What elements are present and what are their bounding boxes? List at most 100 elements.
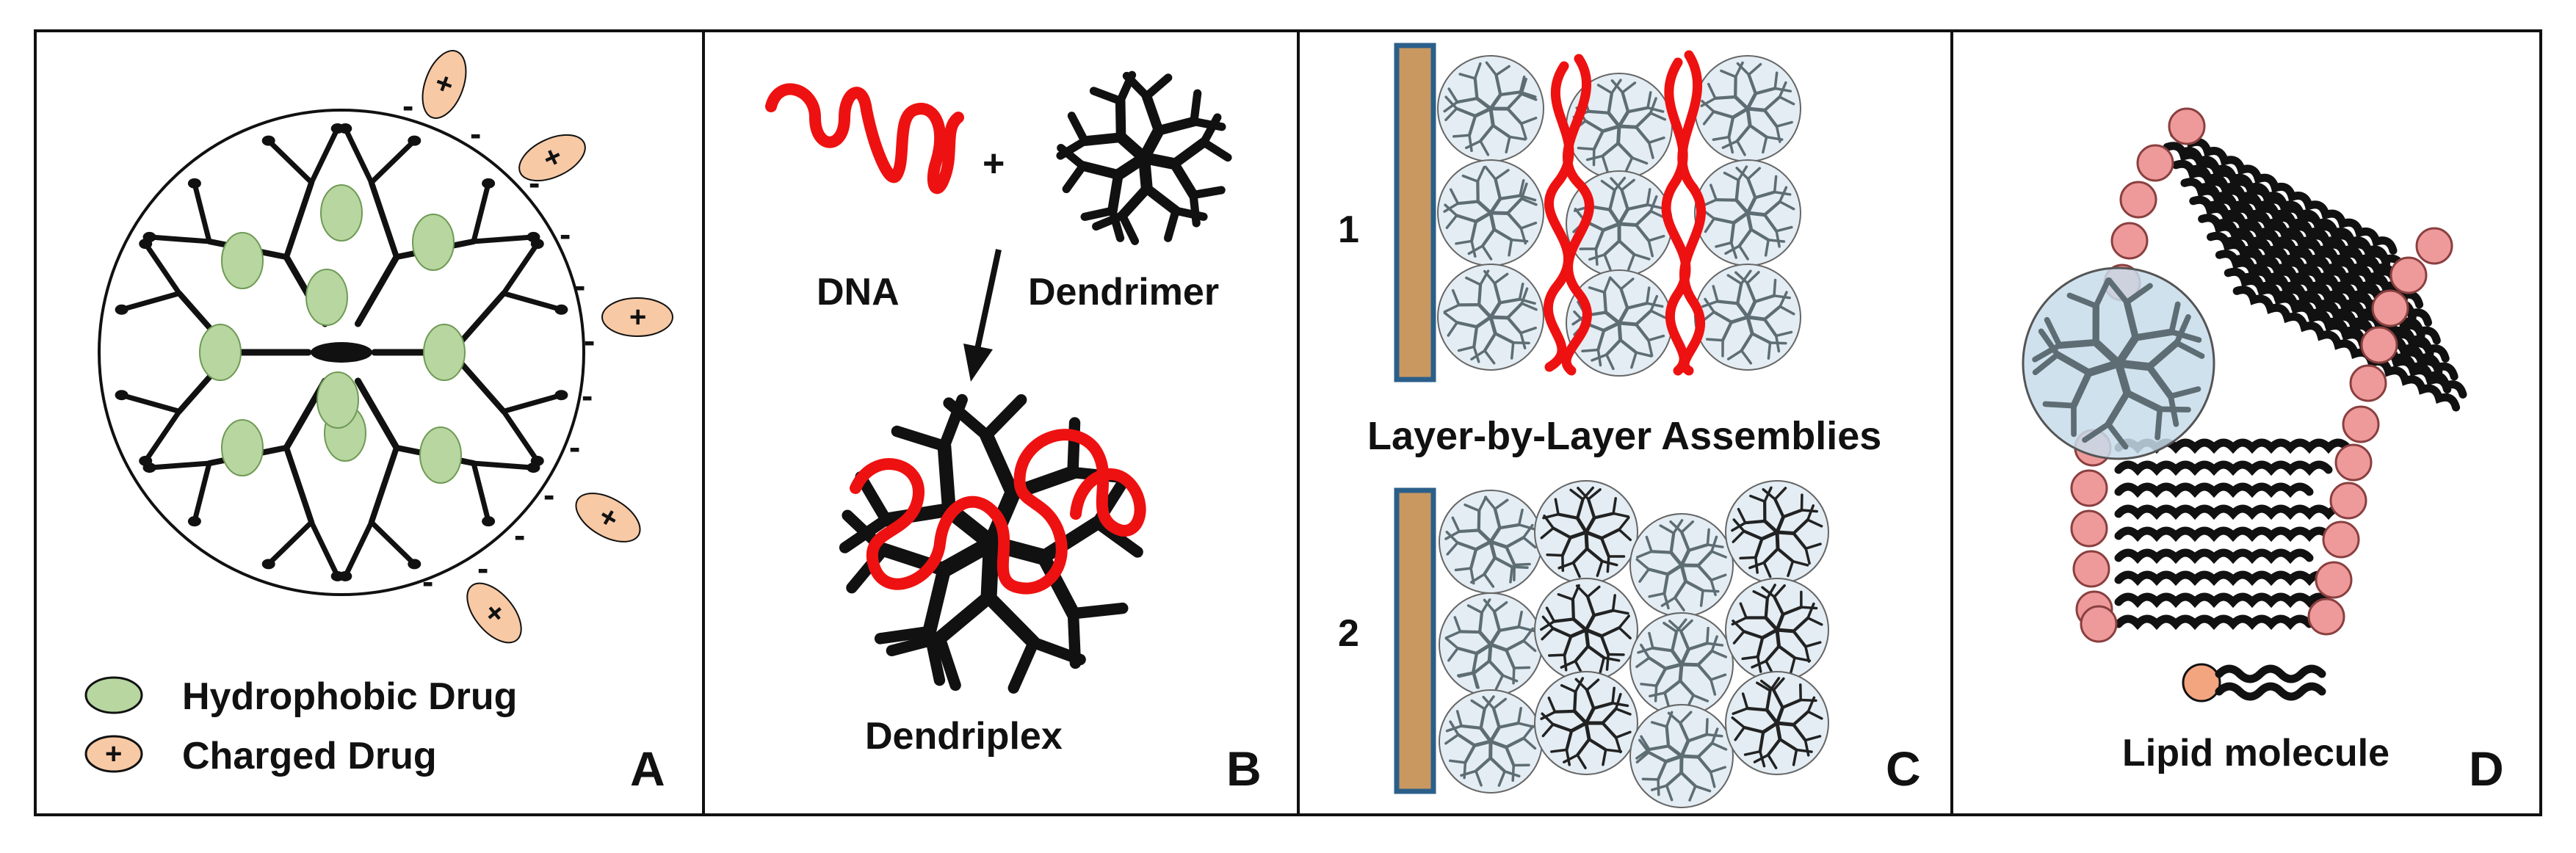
dendrimer-segment	[1194, 93, 1198, 121]
dendrimer-segment	[1606, 749, 1621, 751]
lipid-head	[2316, 562, 2351, 598]
dendrimer-segment	[1112, 175, 1118, 211]
dendrimer-segment	[1586, 532, 1587, 549]
dendrimer-segment	[1777, 532, 1778, 549]
dendrimer-sphere	[1535, 578, 1638, 681]
dendrimer-segment	[1461, 726, 1480, 728]
dendrimer-terminal	[143, 232, 156, 242]
dendrimer-core	[311, 342, 372, 363]
dendrimer-segment	[1582, 349, 1598, 351]
dendrimer-segment	[1643, 779, 1658, 780]
dendrimer-segment	[2160, 409, 2188, 410]
dendrimer-sphere	[1630, 514, 1733, 617]
hydrophobic-drug	[424, 324, 465, 380]
negative-charge: -	[514, 516, 525, 554]
dendrimer-sphere	[1630, 613, 1733, 716]
lipid-head	[2351, 366, 2386, 401]
dendrimer-segment	[1618, 126, 1619, 143]
dendrimer-sphere	[1535, 672, 1638, 774]
dendrimer-terminal	[262, 136, 275, 146]
dendrimer-segment	[1454, 135, 1469, 137]
dendrimer-segment	[1775, 73, 1776, 88]
dendrimer-segment	[1707, 339, 1723, 340]
lipid-tail	[2119, 509, 2348, 514]
dendrimer-terminal	[115, 305, 129, 315]
dendrimer-segment	[2157, 409, 2160, 438]
single-lipid-head	[2183, 664, 2220, 701]
dendrimer-terminal	[115, 390, 129, 400]
dendrimer-sphere	[1695, 264, 1801, 370]
dendrimer-segment	[1745, 521, 1765, 523]
lipid-head	[2362, 327, 2397, 363]
dendrimer-segment	[1682, 664, 1698, 665]
negative-charge: -	[584, 322, 595, 360]
dendrimer-segment	[1578, 148, 1593, 150]
dendrimer-segment	[1194, 122, 1222, 127]
charged-drug: +	[602, 298, 673, 336]
lbl-assembly-2	[1439, 481, 1828, 807]
lbl-caption: Layer-by-Layer Assemblies	[1367, 414, 1881, 458]
dendrimer-segment	[1480, 613, 1482, 633]
dendrimer-segment	[1619, 323, 1621, 340]
plus-sign-b: +	[983, 142, 1005, 185]
dendrimer-segment	[944, 446, 949, 510]
negative-charge: -	[569, 428, 580, 466]
dendrimer-segment	[1701, 590, 1703, 606]
panel-letter-d: D	[2469, 741, 2504, 796]
legend-charged-plus: +	[105, 738, 122, 770]
negative-charge: -	[402, 87, 413, 125]
dendrimer-segment	[1641, 684, 1657, 686]
dendrimer-segment	[1658, 780, 1659, 795]
dendrimer-sphere	[1726, 578, 1828, 681]
dna-label: DNA	[817, 271, 900, 313]
dendrimer-segment	[1460, 631, 1480, 632]
dendrimer-segment	[1748, 109, 1765, 110]
lipid-head	[2331, 483, 2366, 518]
dendrimer-sphere	[1695, 160, 1801, 266]
dendrimer-sphere	[1439, 690, 1542, 793]
dendrimer-segment	[1737, 180, 1739, 200]
dendrimer-segment	[1459, 530, 1479, 531]
lipid-head	[2072, 511, 2107, 546]
dendrimer-segment	[1707, 529, 1709, 545]
dendrimer-segment	[1680, 664, 1682, 680]
dendrimer-segment	[2060, 342, 2096, 345]
dendrimer-segment	[1085, 137, 1121, 141]
dendrimer-segment	[1748, 213, 1765, 215]
substrate-top	[1397, 46, 1433, 380]
dendrimer-segment	[1777, 723, 1793, 725]
dendrimer-sphere	[1438, 160, 1544, 266]
dendrimer-segment	[1748, 317, 1765, 319]
dendrimer-sphere	[1630, 705, 1733, 807]
dendrimer-terminal	[139, 456, 152, 466]
dendrimer-segment	[1479, 511, 1480, 531]
lipid-head	[2072, 471, 2107, 506]
dendrimer-segment	[1455, 568, 1471, 570]
dendrimer-sphere	[1726, 481, 1828, 584]
dendrimer-label: Dendrimer	[1028, 271, 1219, 313]
dendrimer-terminal	[527, 232, 540, 242]
panel-letter-c: C	[1886, 741, 1921, 796]
panel-letter-b: B	[1226, 741, 1262, 796]
dendrimer-terminal	[408, 559, 421, 569]
lipid-tail	[2119, 575, 2348, 580]
lipid-head	[2169, 109, 2204, 144]
dendrimer-segment	[1586, 630, 1588, 646]
dendrimer-sphere	[1438, 264, 1544, 370]
negative-charge: -	[422, 562, 433, 600]
dendrimer-segment	[1549, 655, 1565, 656]
lipid-head	[2343, 407, 2378, 442]
dendrimer-segment	[1547, 555, 1563, 556]
lipid-head	[2323, 522, 2359, 557]
lipid-head	[2121, 182, 2156, 217]
dendrimer-segment	[1604, 292, 1606, 312]
dendrimer-sphere	[1726, 672, 1828, 774]
dendrimer-segment	[1802, 510, 1817, 512]
dendrimer-segment	[1555, 711, 1575, 712]
dendrimer-terminal	[408, 136, 421, 146]
legend-hydrophobic-label: Hydrophobic Drug	[182, 675, 517, 718]
hydrophobic-drug	[321, 185, 362, 241]
dendrimer-segment	[1748, 708, 1768, 710]
